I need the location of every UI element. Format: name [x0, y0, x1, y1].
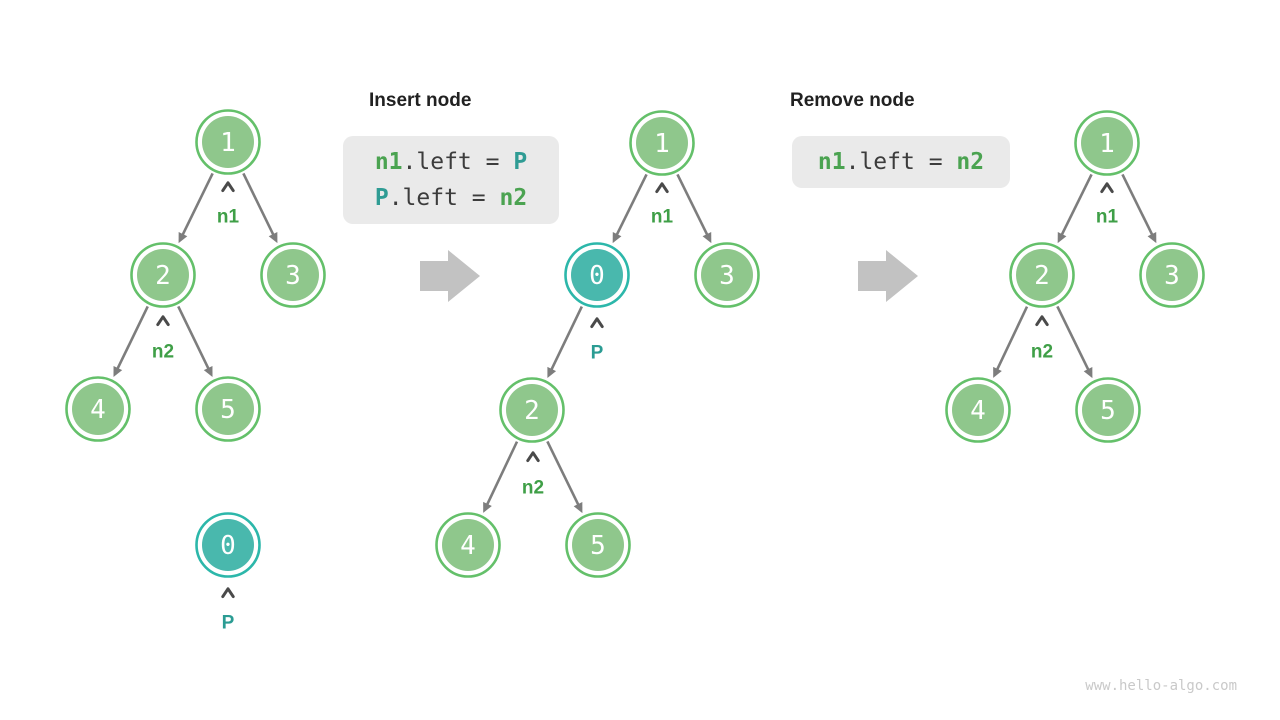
tree-edge — [1060, 173, 1093, 237]
tree-node — [636, 117, 688, 169]
tree-edge — [180, 172, 214, 237]
watermark: www.hello-algo.com — [1085, 678, 1237, 694]
pointer-label: P — [591, 342, 604, 363]
tree-node-value: 2 — [1034, 261, 1050, 291]
edge-arrowhead — [1147, 232, 1157, 244]
edge-arrowhead — [178, 232, 188, 244]
tree-node-value: 3 — [1164, 261, 1180, 291]
tree-node — [572, 519, 624, 571]
tree-edge — [549, 305, 583, 372]
code-token: n2 — [956, 149, 985, 175]
pointer-caret-icon — [156, 315, 170, 327]
tree-node-value: 1 — [654, 129, 670, 159]
pointer-label: n2 — [522, 477, 544, 498]
tree-edge — [485, 441, 519, 507]
tree-node — [202, 383, 254, 435]
tree-node — [72, 383, 124, 435]
tree-node — [506, 384, 558, 436]
tree-node-value: 1 — [1099, 129, 1115, 159]
tree-node-value: 3 — [285, 261, 301, 291]
tree-node — [442, 519, 494, 571]
edge-arrowhead — [1057, 232, 1067, 244]
tree-node-value: 5 — [220, 395, 236, 425]
edge-arrowhead — [483, 501, 492, 513]
edge-arrowhead — [203, 365, 213, 378]
edge-arrowhead — [573, 502, 583, 514]
tree-node — [952, 384, 1004, 436]
tree-edge — [1056, 305, 1091, 372]
tree-edge — [546, 440, 581, 507]
code-line: n1.left = n2 — [792, 144, 1010, 180]
insert-node-title: Insert node — [369, 90, 472, 111]
tree-node — [1082, 384, 1134, 436]
tree-node — [701, 249, 753, 301]
tree-edge — [242, 172, 276, 237]
code-line: P.left = n2 — [343, 180, 559, 216]
edge-arrowhead — [702, 232, 712, 244]
tree-node — [1016, 249, 1068, 301]
tree-node — [1081, 117, 1133, 169]
pointer-caret-icon — [526, 451, 540, 463]
tree-edge — [1121, 173, 1154, 237]
pointer-label: n2 — [1031, 341, 1053, 362]
tree-node-value: 5 — [590, 531, 606, 561]
tree-node-value: 0 — [589, 261, 605, 291]
tree-node — [267, 249, 319, 301]
edge-arrowhead — [113, 365, 123, 378]
edge-arrowhead — [993, 366, 1002, 378]
tree-node-value: 4 — [970, 396, 986, 426]
tree-node — [1146, 249, 1198, 301]
tree-edge — [115, 305, 149, 371]
code-line: n1.left = P — [343, 144, 559, 180]
remove-node-title: Remove node — [790, 90, 915, 111]
tree-node — [571, 249, 623, 301]
edge-arrowhead — [612, 232, 622, 244]
code-token: P — [513, 149, 528, 175]
pointer-caret-icon — [590, 317, 604, 329]
pointer-caret-icon — [655, 182, 669, 194]
tree-node-value: 4 — [460, 531, 476, 561]
pointer-label: n2 — [152, 341, 174, 362]
edge-arrowhead — [547, 366, 557, 379]
code-token: P — [374, 185, 389, 211]
pointer-caret-icon — [221, 587, 235, 599]
tree-node-value: 1 — [220, 128, 236, 158]
transform-arrow-icon — [420, 250, 480, 302]
tree-edge — [177, 305, 211, 371]
pointer-caret-icon — [1035, 315, 1049, 327]
tree-node-value: 4 — [90, 395, 106, 425]
code-token: n1 — [374, 149, 403, 175]
code-token: .left = — [388, 185, 500, 211]
tree-node — [202, 519, 254, 571]
edge-arrowhead — [268, 232, 278, 244]
tree-edge — [615, 173, 648, 237]
tree-node-value: 2 — [155, 261, 171, 291]
tree-edge — [995, 306, 1029, 372]
tree-node-value: 2 — [524, 396, 540, 426]
tree-node-value: 0 — [220, 531, 236, 561]
pointer-label: n1 — [217, 206, 240, 227]
tree-node-value: 5 — [1100, 396, 1116, 426]
tree-node — [202, 116, 254, 168]
pointer-caret-icon — [221, 181, 235, 193]
edge-arrowhead — [1083, 367, 1093, 379]
code-token: .left = — [402, 149, 514, 175]
code-token: .left = — [845, 149, 957, 175]
pointer-label: n1 — [651, 206, 674, 227]
tree-edge — [676, 173, 709, 237]
tree-node-value: 3 — [719, 261, 735, 291]
pointer-label: n1 — [1096, 206, 1119, 227]
transform-arrow-icon — [858, 250, 918, 302]
pointer-label: P — [222, 612, 235, 633]
remove-code-box: n1.left = n2 — [792, 136, 1010, 188]
code-token: n1 — [817, 149, 846, 175]
code-token: n2 — [499, 185, 528, 211]
tree-node — [137, 249, 189, 301]
pointer-caret-icon — [1100, 182, 1114, 194]
